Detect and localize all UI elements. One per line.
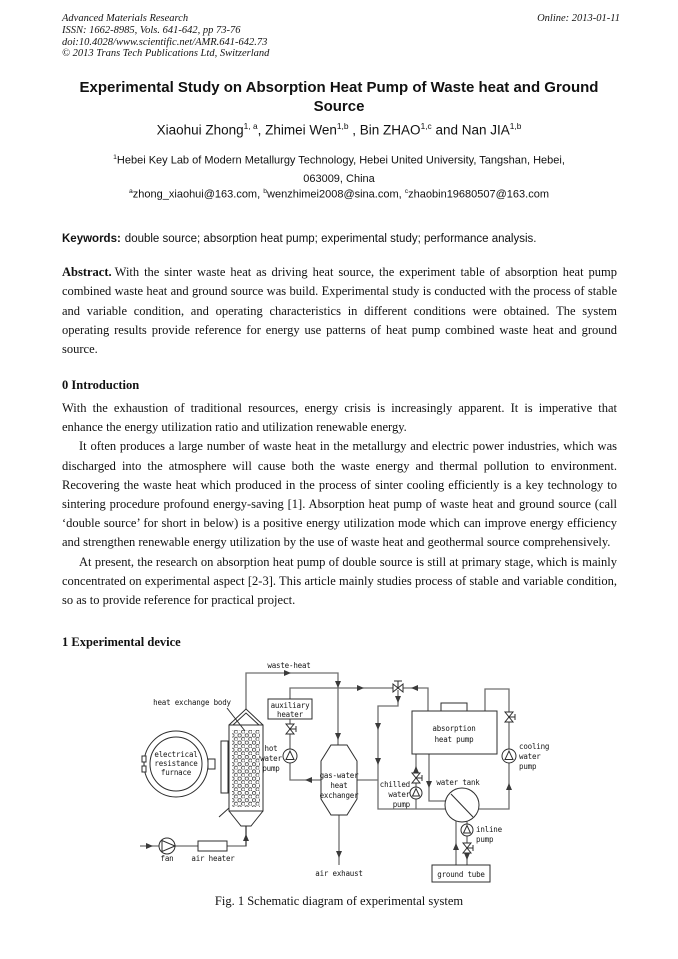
electrical-resistance-furnace <box>141 730 216 798</box>
affiliation-text: Hebei Key Lab of Modern Metallurgy Techn… <box>116 154 565 186</box>
online-date: Online: 2013-01-11 <box>537 13 620 24</box>
ground-tube <box>431 864 491 883</box>
flow-arrows <box>146 670 512 860</box>
copyright-line: © 2013 Trans Tech Publications Ltd, Swit… <box>62 48 270 60</box>
label-waste-heat: waste-heat <box>267 661 310 670</box>
valve-ground <box>461 842 474 854</box>
keywords-line: Keywords:double source; absorption heat … <box>62 233 620 245</box>
intro-paragraph-1: With the exhaustion of traditional resou… <box>62 401 617 435</box>
journal-name: Advanced Materials Research <box>62 13 189 24</box>
paper-title: Experimental Study on Absorption Heat Pu… <box>79 79 599 115</box>
absorption-heat-pump <box>411 702 498 755</box>
fan <box>158 837 177 855</box>
author-line: Xiaohui Zhong1, a, Zhimei Wen1,b , Bin Z… <box>156 121 522 138</box>
inline-pump <box>460 823 474 837</box>
intro-paragraph-3: At present, the research on absorption h… <box>62 554 617 608</box>
section-heading-introduction: 0 Introduction <box>62 378 140 392</box>
doi-line: doi:10.4028/www.scientific.net/AMR.641-6… <box>62 36 268 48</box>
valve-cooling <box>503 711 516 723</box>
abstract-label: Abstract. <box>62 265 112 279</box>
label-water-tank: water tank <box>436 778 480 787</box>
journal-header-left: Advanced Materials Research ISSN: 1662-8… <box>62 13 269 60</box>
label-air-heater: air heater <box>191 854 235 863</box>
email-line: azhong_xiaohui@163.com, bwenzhimei2008@s… <box>129 188 549 201</box>
affiliation: 1Hebei Key Lab of Modern Metallurgy Tech… <box>40 149 638 189</box>
figure-1-schematic: waste-heat heat exchange body auxiliaryh… <box>140 661 549 883</box>
cooling-water-pump <box>501 748 517 764</box>
label-fan: fan <box>161 854 174 863</box>
section-heading-experimental-device: 1 Experimental device <box>62 635 181 649</box>
keywords-label: Keywords: <box>62 233 121 245</box>
abstract-text: With the sinter waste heat as driving he… <box>62 265 617 357</box>
label-air-exhaust: air exhaust <box>315 869 362 878</box>
chilled-water-pump <box>409 786 423 800</box>
abstract: Abstract.With the sinter waste heat as d… <box>62 263 617 359</box>
introduction-body: With the exhaustion of traditional resou… <box>62 399 617 610</box>
valve-chilled <box>410 772 423 784</box>
air-heater <box>197 840 228 852</box>
figure-caption: Fig. 1 Schematic diagram of experimental… <box>214 894 464 908</box>
water-tank <box>444 787 480 823</box>
valve-hot-water <box>284 723 297 735</box>
label-ground-tube: ground tube <box>437 870 485 879</box>
keywords-text: double source; absorption heat pump; exp… <box>124 233 537 245</box>
hot-water-pump <box>282 748 298 764</box>
issn-line: ISSN: 1662-8985, Vols. 641-642, pp 73-76 <box>62 24 241 36</box>
auxiliary-heater <box>267 698 313 720</box>
heat-exchange-body <box>218 707 264 846</box>
valve-three-way <box>392 680 404 694</box>
label-heat-exchange-body: heat exchange body <box>153 698 231 707</box>
affiliation-sup: 1 <box>113 154 117 161</box>
intro-paragraph-2: It often produces a large number of wast… <box>62 439 617 550</box>
journal-header: Advanced Materials Research ISSN: 1662-8… <box>62 13 620 60</box>
gas-water-heat-exchanger <box>320 744 358 816</box>
